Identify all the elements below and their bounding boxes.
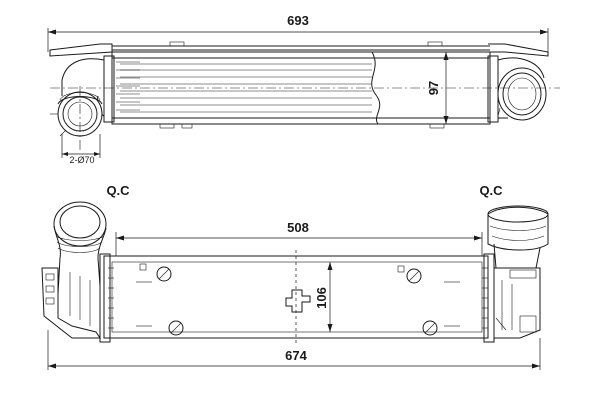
mounting-bosses (136, 263, 460, 336)
dimension-106: 106 (314, 262, 333, 332)
left-inlet-pipe (41, 201, 107, 339)
diameter-label: 2-Ø70 (69, 155, 94, 165)
right-outlet-pipe (487, 205, 549, 339)
dimension-508-label: 508 (287, 220, 309, 235)
top-view: 693 (47, 13, 560, 165)
core-ticks (108, 267, 488, 329)
dimension-106-label: 106 (314, 287, 329, 309)
right-outlet-elbow (497, 57, 547, 121)
front-view: Q.C Q.C 508 (41, 183, 549, 370)
dimension-97: 97 (426, 52, 449, 124)
qc-left-label: Q.C (106, 183, 130, 198)
left-inlet-elbow (50, 58, 105, 137)
dimension-693: 693 (47, 13, 549, 54)
dimension-97-label: 97 (426, 81, 441, 95)
dimension-674: 674 (47, 330, 541, 370)
qc-right-label: Q.C (479, 183, 503, 198)
core-tubes (120, 63, 372, 113)
dimension-674-label: 674 (285, 348, 307, 363)
dimension-693-label: 693 (287, 13, 309, 28)
diameter-callout: 2-Ø70 (61, 134, 101, 165)
dimension-508: 508 (115, 220, 483, 256)
